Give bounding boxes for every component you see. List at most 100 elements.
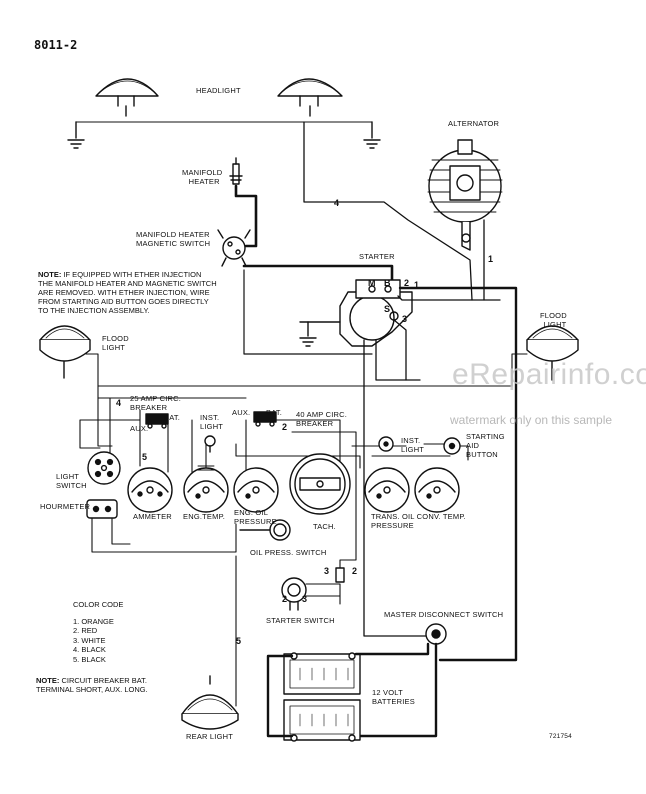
color-code-entry: 3. WHITE (73, 635, 106, 645)
light-switch (87, 451, 121, 485)
label-ammeter: AMMETER (133, 512, 172, 521)
label-line: 12 VOLT (372, 688, 403, 697)
color-code: COLOR CODE 1. ORANGE 2. RED 3. WHITE 4. … (73, 600, 123, 664)
inst-light-right (378, 436, 394, 452)
gauge-oil-conv-temp (414, 467, 460, 513)
note-line: THE MANIFOLD HEATER AND MAGNETIC SWITCH (38, 279, 217, 288)
label-starter: STARTER (359, 252, 395, 261)
gauge-eng-temp (183, 465, 229, 513)
label-hourmeter: HOURMETER (40, 502, 91, 511)
label-light-switch: LIGHT SWITCH (56, 472, 87, 490)
wire-number: 3 (402, 314, 407, 324)
master-disconnect-switch (425, 623, 447, 645)
wire-number: 2 (282, 422, 287, 432)
starter-switch (281, 577, 307, 611)
note-prefix: NOTE: (38, 270, 62, 279)
terminal-b: B (384, 278, 391, 288)
label-starter-switch: STARTER SWITCH (266, 616, 335, 625)
hourmeter (86, 499, 118, 519)
label-line: TRANS. OIL CONV. TEMP. (371, 512, 466, 521)
label-line: LIGHT (102, 343, 126, 352)
rear-light (181, 675, 239, 730)
label-breaker-25: 25 AMP CIRC. BREAKER (130, 394, 181, 412)
label-bat: BAT. (164, 413, 181, 422)
starting-aid-button (443, 437, 461, 455)
label-line: SWITCH (56, 481, 87, 490)
ether-note: NOTE: IF EQUIPPED WITH ETHER INJECTION T… (38, 270, 217, 315)
label-line: PRESSURE (371, 521, 414, 530)
drawing-number: 721754 (549, 733, 572, 740)
note-line: TO THE INJECTION ASSEMBLY. (38, 306, 150, 315)
terminal-s: S (384, 304, 390, 314)
label-line: MANIFOLD HEATER (136, 230, 210, 239)
headlight-right (277, 78, 343, 107)
flood-light-right (526, 325, 579, 381)
label-oil-press-switch: OIL PRESS. SWITCH (250, 548, 327, 557)
label-aux: AUX. (130, 424, 149, 433)
label-line: INST. (401, 436, 421, 445)
label-alternator: ALTERNATOR (448, 119, 500, 128)
page-number: 8011-2 (34, 38, 78, 52)
note-line: IF EQUIPPED WITH ETHER INJECTION (63, 270, 202, 279)
note-line: TERMINAL SHORT, AUX. LONG. (36, 685, 148, 694)
gauge-ammeter (127, 467, 173, 513)
label-line: STARTING (466, 432, 505, 441)
terminal-m: M (368, 278, 376, 288)
batteries-12-volt (283, 652, 361, 742)
watermark-sub: watermark only on this sample (450, 413, 613, 427)
note-prefix: NOTE: (36, 676, 60, 685)
label-line: AID (466, 441, 480, 450)
label-starting-aid-button: STARTING AID BUTTON (466, 432, 505, 459)
wire-number: 5 (236, 636, 241, 646)
wire-number: 4 (116, 398, 121, 408)
label-inst-light-right: INST. LIGHT (401, 436, 424, 454)
terminal-letters: M B S (368, 278, 391, 314)
wire-numbers: 4 1 2 1 3 4 5 2 3 2 2 3 5 (116, 198, 493, 646)
label-line: PRESSURE (234, 517, 277, 526)
label-line: BATTERIES (372, 697, 415, 706)
label-line: 25 AMP CIRC. (130, 394, 182, 403)
label-manifold-heater-switch: MANIFOLD HEATER MAGNETIC SWITCH (136, 230, 210, 248)
manifold-heater-magnetic-switch (217, 229, 251, 267)
label-eng-oil-pressure: ENG. OIL PRESSURE (234, 508, 277, 526)
note-line: FROM STARTING AID BUTTON GOES DIRECTLY (38, 297, 209, 306)
wire-number: 5 (142, 452, 147, 462)
label-bat: BAT. (266, 408, 283, 417)
breaker-25-amp (145, 413, 169, 429)
alternator (427, 139, 503, 251)
label-batteries: 12 VOLT BATTERIES (372, 688, 415, 706)
label-line: LIGHT (543, 320, 567, 329)
wire-number: 3 (302, 594, 307, 604)
color-code-title: COLOR CODE (73, 600, 124, 609)
wire-number: 2 (282, 594, 287, 604)
label-line: BREAKER (296, 419, 334, 428)
label-line: LIGHT (401, 445, 425, 454)
watermark-main: eRepairinfo.com (452, 358, 646, 391)
note-line: CIRCUIT BREAKER BAT. (61, 676, 148, 685)
wire-number: 4 (334, 198, 339, 208)
gauge-trans-pressure (364, 467, 410, 513)
gauge-tach (289, 453, 351, 515)
color-code-entry: 5. BLACK (73, 654, 106, 664)
label-tach: TACH. (313, 522, 336, 531)
wire-number: 1 (488, 254, 493, 264)
label-line: BREAKER (130, 403, 168, 412)
label-manifold-heater: MANIFOLD HEATER (182, 168, 222, 186)
label-rear-light: REAR LIGHT (186, 732, 234, 741)
manifold-heater (229, 157, 258, 248)
color-code-entry: 4. BLACK (73, 645, 106, 654)
label-line: 40 AMP CIRC. (296, 410, 348, 419)
label-line: FLOOD (540, 311, 567, 320)
breaker-40-amp (253, 411, 277, 427)
label-line: FLOOD (102, 334, 129, 343)
wire-number: 2 (352, 566, 357, 576)
gauge-eng-oil-pressure (233, 467, 279, 513)
color-code-entry: 2. RED (73, 626, 98, 635)
inst-light-left (204, 435, 216, 453)
label-flood-light-left: FLOOD LIGHT (102, 334, 129, 352)
label-line: HEATER (188, 177, 220, 186)
oil-press-switch (239, 519, 291, 541)
wire-number: 2 (404, 278, 409, 288)
color-code-entry: 1. ORANGE (73, 616, 114, 626)
